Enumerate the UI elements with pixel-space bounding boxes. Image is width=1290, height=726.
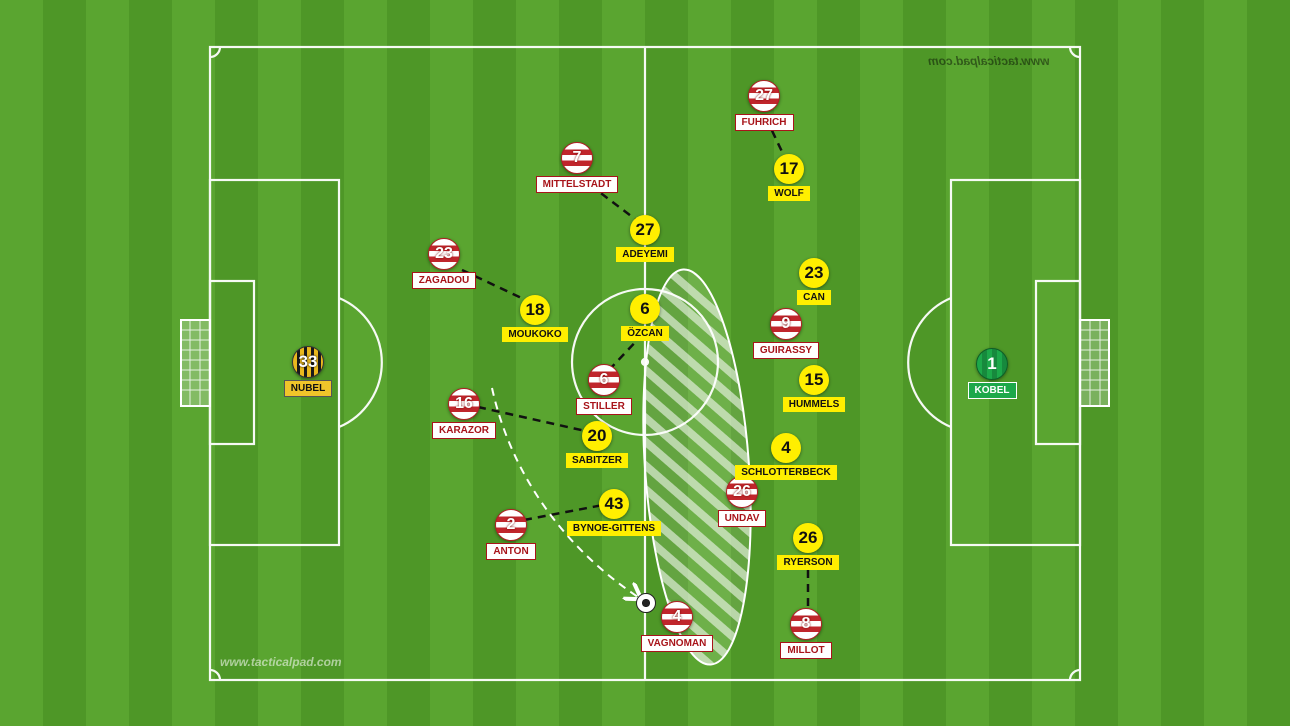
player-schlotterbeck[interactable]: 4 SCHLOTTERBECK — [726, 433, 846, 480]
watermark-top: www.tacticalpad.com — [928, 54, 1050, 68]
player-name: HUMMELS — [782, 397, 846, 412]
player-anton[interactable]: 2 ANTON — [451, 509, 571, 560]
watermark-bottom: www.tacticalpad.com — [220, 655, 342, 669]
left-goal — [180, 319, 211, 407]
ball-icon[interactable] — [636, 593, 656, 613]
player-number: 4 — [661, 601, 693, 633]
player-number: 9 — [770, 308, 802, 340]
player-number: 27 — [748, 80, 780, 112]
right-goal — [1079, 319, 1110, 407]
player-name: ADEYEMI — [616, 247, 674, 262]
player-name: ÖZCAN — [621, 326, 669, 341]
player-number: 27 — [630, 215, 660, 245]
player-ryerson[interactable]: 26 RYERSON — [748, 523, 868, 570]
corner-arc — [1068, 668, 1081, 681]
player-number: 16 — [448, 388, 480, 420]
corner-arc — [209, 46, 222, 59]
player-name: VAGNOMAN — [640, 635, 714, 652]
player-ozcan[interactable]: 6 ÖZCAN — [585, 294, 705, 341]
player-number: 18 — [520, 295, 550, 325]
hatched-zone — [642, 268, 752, 666]
player-name: SCHLOTTERBECK — [735, 465, 837, 480]
player-name: MITTELSTADT — [535, 176, 619, 193]
right-penalty-arc — [907, 296, 952, 429]
player-fuhrich[interactable]: 27 FUHRICH — [704, 80, 824, 131]
player-number: 17 — [774, 154, 804, 184]
player-millot[interactable]: 8 MILLOT — [746, 608, 866, 659]
player-number: 20 — [582, 421, 612, 451]
player-karazor[interactable]: 16 KARAZOR — [404, 388, 524, 439]
player-undav[interactable]: 26 UNDAV — [682, 476, 802, 527]
player-wolf[interactable]: 17 WOLF — [729, 154, 849, 201]
player-can[interactable]: 23 CAN — [754, 258, 874, 305]
player-name: UNDAV — [717, 510, 767, 527]
player-name: FUHRICH — [734, 114, 794, 131]
player-number: 6 — [588, 364, 620, 396]
player-name: KARAZOR — [432, 422, 496, 439]
player-number: 26 — [793, 523, 823, 553]
player-hummels[interactable]: 15 HUMMELS — [754, 365, 874, 412]
player-vagnoman[interactable]: 4 VAGNOMAN — [617, 601, 737, 652]
left-penalty-arc — [338, 296, 383, 429]
player-stiller[interactable]: 6 STILLER — [544, 364, 664, 415]
player-moukoko[interactable]: 18 MOUKOKO — [475, 295, 595, 342]
player-name: KOBEL — [967, 382, 1017, 399]
player-number: 7 — [561, 142, 593, 174]
player-name: ANTON — [486, 543, 536, 560]
marking-line — [477, 405, 591, 434]
player-mittelstadt[interactable]: 7 MITTELSTADT — [517, 142, 637, 193]
player-name: CAN — [797, 290, 831, 305]
player-number: 26 — [726, 476, 758, 508]
player-name: WOLF — [768, 186, 810, 201]
player-name: RYERSON — [777, 555, 839, 570]
player-name: MOUKOKO — [502, 327, 568, 342]
player-bynoe-gittens[interactable]: 43 BYNOE-GITTENS — [554, 489, 674, 536]
player-number: 6 — [630, 294, 660, 324]
player-name: ZAGADOU — [411, 272, 477, 289]
player-name: NUBEL — [283, 380, 333, 397]
player-zagadou[interactable]: 23 ZAGADOU — [384, 238, 504, 289]
player-name: GUIRASSY — [752, 342, 820, 359]
player-number: 23 — [799, 258, 829, 288]
corner-arc — [209, 668, 222, 681]
marking-line — [461, 268, 531, 304]
player-sabitzer[interactable]: 20 SABITZER — [537, 421, 657, 468]
pass-arrow — [491, 387, 638, 597]
player-number: 15 — [799, 365, 829, 395]
marking-line — [589, 184, 644, 226]
player-name: STILLER — [576, 398, 632, 415]
player-adeyemi[interactable]: 27 ADEYEMI — [585, 215, 705, 262]
player-number: 8 — [790, 608, 822, 640]
player-guirassy[interactable]: 9 GUIRASSY — [726, 308, 846, 359]
player-number: 2 — [495, 509, 527, 541]
player-number: 4 — [771, 433, 801, 463]
player-number: 33 — [292, 346, 324, 378]
player-number: 23 — [428, 238, 460, 270]
player-name: MILLOT — [780, 642, 832, 659]
player-number: 1 — [976, 348, 1008, 380]
player-name: SABITZER — [566, 453, 628, 468]
player-nubel[interactable]: 33 NUBEL — [248, 346, 368, 397]
player-number: 43 — [599, 489, 629, 519]
player-name: BYNOE-GITTENS — [566, 521, 662, 536]
corner-arc — [1068, 46, 1081, 59]
player-kobel[interactable]: 1 KOBEL — [932, 348, 1052, 399]
